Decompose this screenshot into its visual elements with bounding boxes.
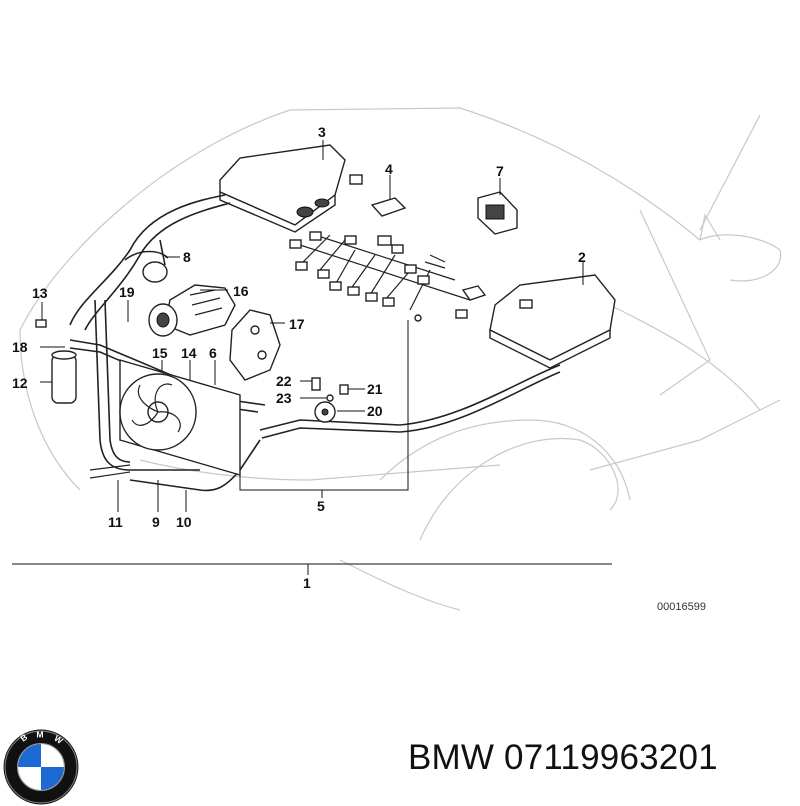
evaporator-housing	[219, 144, 346, 233]
callout-12: 12	[12, 375, 28, 391]
condenser-fan	[119, 359, 241, 476]
callout-14: 14	[181, 345, 197, 361]
callout-21: 21	[367, 381, 383, 397]
callout-5: 5	[317, 498, 325, 514]
callout-13: 13	[32, 285, 48, 301]
svg-text:M: M	[36, 729, 43, 739]
callout-2: 2	[578, 249, 586, 265]
callout-8: 8	[183, 249, 191, 265]
callout-9: 9	[152, 514, 160, 530]
expansion-valve-group	[311, 377, 349, 423]
refrigerant-pipes	[69, 194, 561, 492]
callout-7: 7	[496, 163, 504, 179]
callout-3: 3	[318, 124, 326, 140]
callout-10: 10	[176, 514, 192, 530]
relay-unit	[477, 191, 518, 235]
pressure-switch-8	[124, 250, 169, 283]
callout-16: 16	[233, 283, 249, 299]
reference-number: 00016599	[657, 601, 706, 613]
callout-22: 22	[276, 373, 292, 389]
callout-1: 1	[303, 575, 311, 591]
wiring-harness	[289, 231, 487, 322]
svg-text:B: B	[18, 732, 29, 744]
heater-unit	[489, 274, 616, 369]
receiver-drier	[51, 350, 77, 404]
callout-19: 19	[119, 284, 135, 300]
bmw-logo-icon: B M W	[3, 729, 79, 805]
compressor	[148, 284, 236, 337]
compressor-bracket	[229, 309, 281, 381]
callout-11: 11	[108, 514, 123, 530]
fitting-13	[35, 319, 47, 328]
parts-diagram: 1 2 3 4 5 6 7 8 9 10 11 12 13 14 15 16 1…	[12, 107, 782, 613]
part-caption: BMW 07119963201	[408, 738, 718, 777]
car-body-outline	[19, 107, 782, 611]
callout-4: 4	[385, 161, 393, 177]
callout-17: 17	[289, 316, 305, 332]
callout-6: 6	[209, 345, 217, 361]
callout-15: 15	[152, 345, 168, 361]
callout-18: 18	[12, 339, 28, 355]
callout-20: 20	[367, 403, 383, 419]
control-module	[349, 174, 407, 217]
callout-23: 23	[276, 390, 292, 406]
